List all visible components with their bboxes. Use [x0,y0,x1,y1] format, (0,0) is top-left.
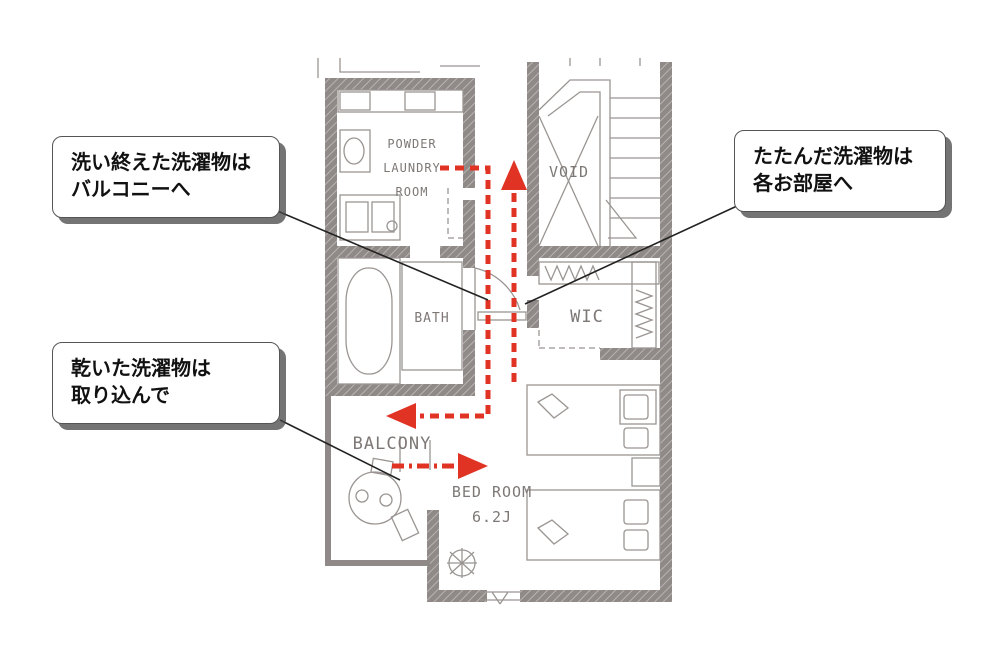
arrowhead-left [386,403,416,429]
callout-folded-line2: 各お部屋へ [753,171,853,195]
fixtures [317,58,661,605]
room-label-room: ROOM [396,185,429,199]
leader-wash-done [274,209,489,301]
leader-dried [279,419,401,481]
room-label-wic: WIC [570,307,604,327]
leader-folded [524,199,751,305]
arrowhead-up [501,160,527,190]
callout-dried-line1: 乾いた洗濯物は [71,356,211,380]
flow-to-balcony [420,165,491,419]
arrowhead-right [458,453,488,479]
plant-icon [447,548,477,578]
balcony-table-icon [348,457,420,542]
room-labels: POWDER LAUNDRY ROOM VOID BATH WIC BALCON… [353,137,604,526]
callout-folded-line1: たたんだ洗濯物は [753,144,913,168]
callout-wash-done-line2: バルコニーへ [71,177,191,201]
walls [325,62,672,602]
room-label-laundry: LAUNDRY [383,161,441,175]
room-label-powder: POWDER [387,137,436,151]
laundry-flow [386,160,527,479]
callout-wash-done-line1: 洗い終えた洗濯物は [71,150,251,174]
callout-leaders [274,199,751,481]
callout-wash-done: 洗い終えた洗濯物は バルコニーへ [52,136,280,218]
room-label-bath: BATH [414,311,449,326]
room-label-balcony: BALCONY [353,434,432,454]
room-label-bedroom: BED ROOM [452,483,532,501]
room-label-void: VOID [549,163,589,181]
room-label-bedroom-size: 6.2J [472,508,512,526]
callout-dried-line2: 取り込んで [71,383,170,407]
callout-dried: 乾いた洗濯物は 取り込んで [52,342,280,424]
callout-folded: たたんだ洗濯物は 各お部屋へ [734,130,946,212]
